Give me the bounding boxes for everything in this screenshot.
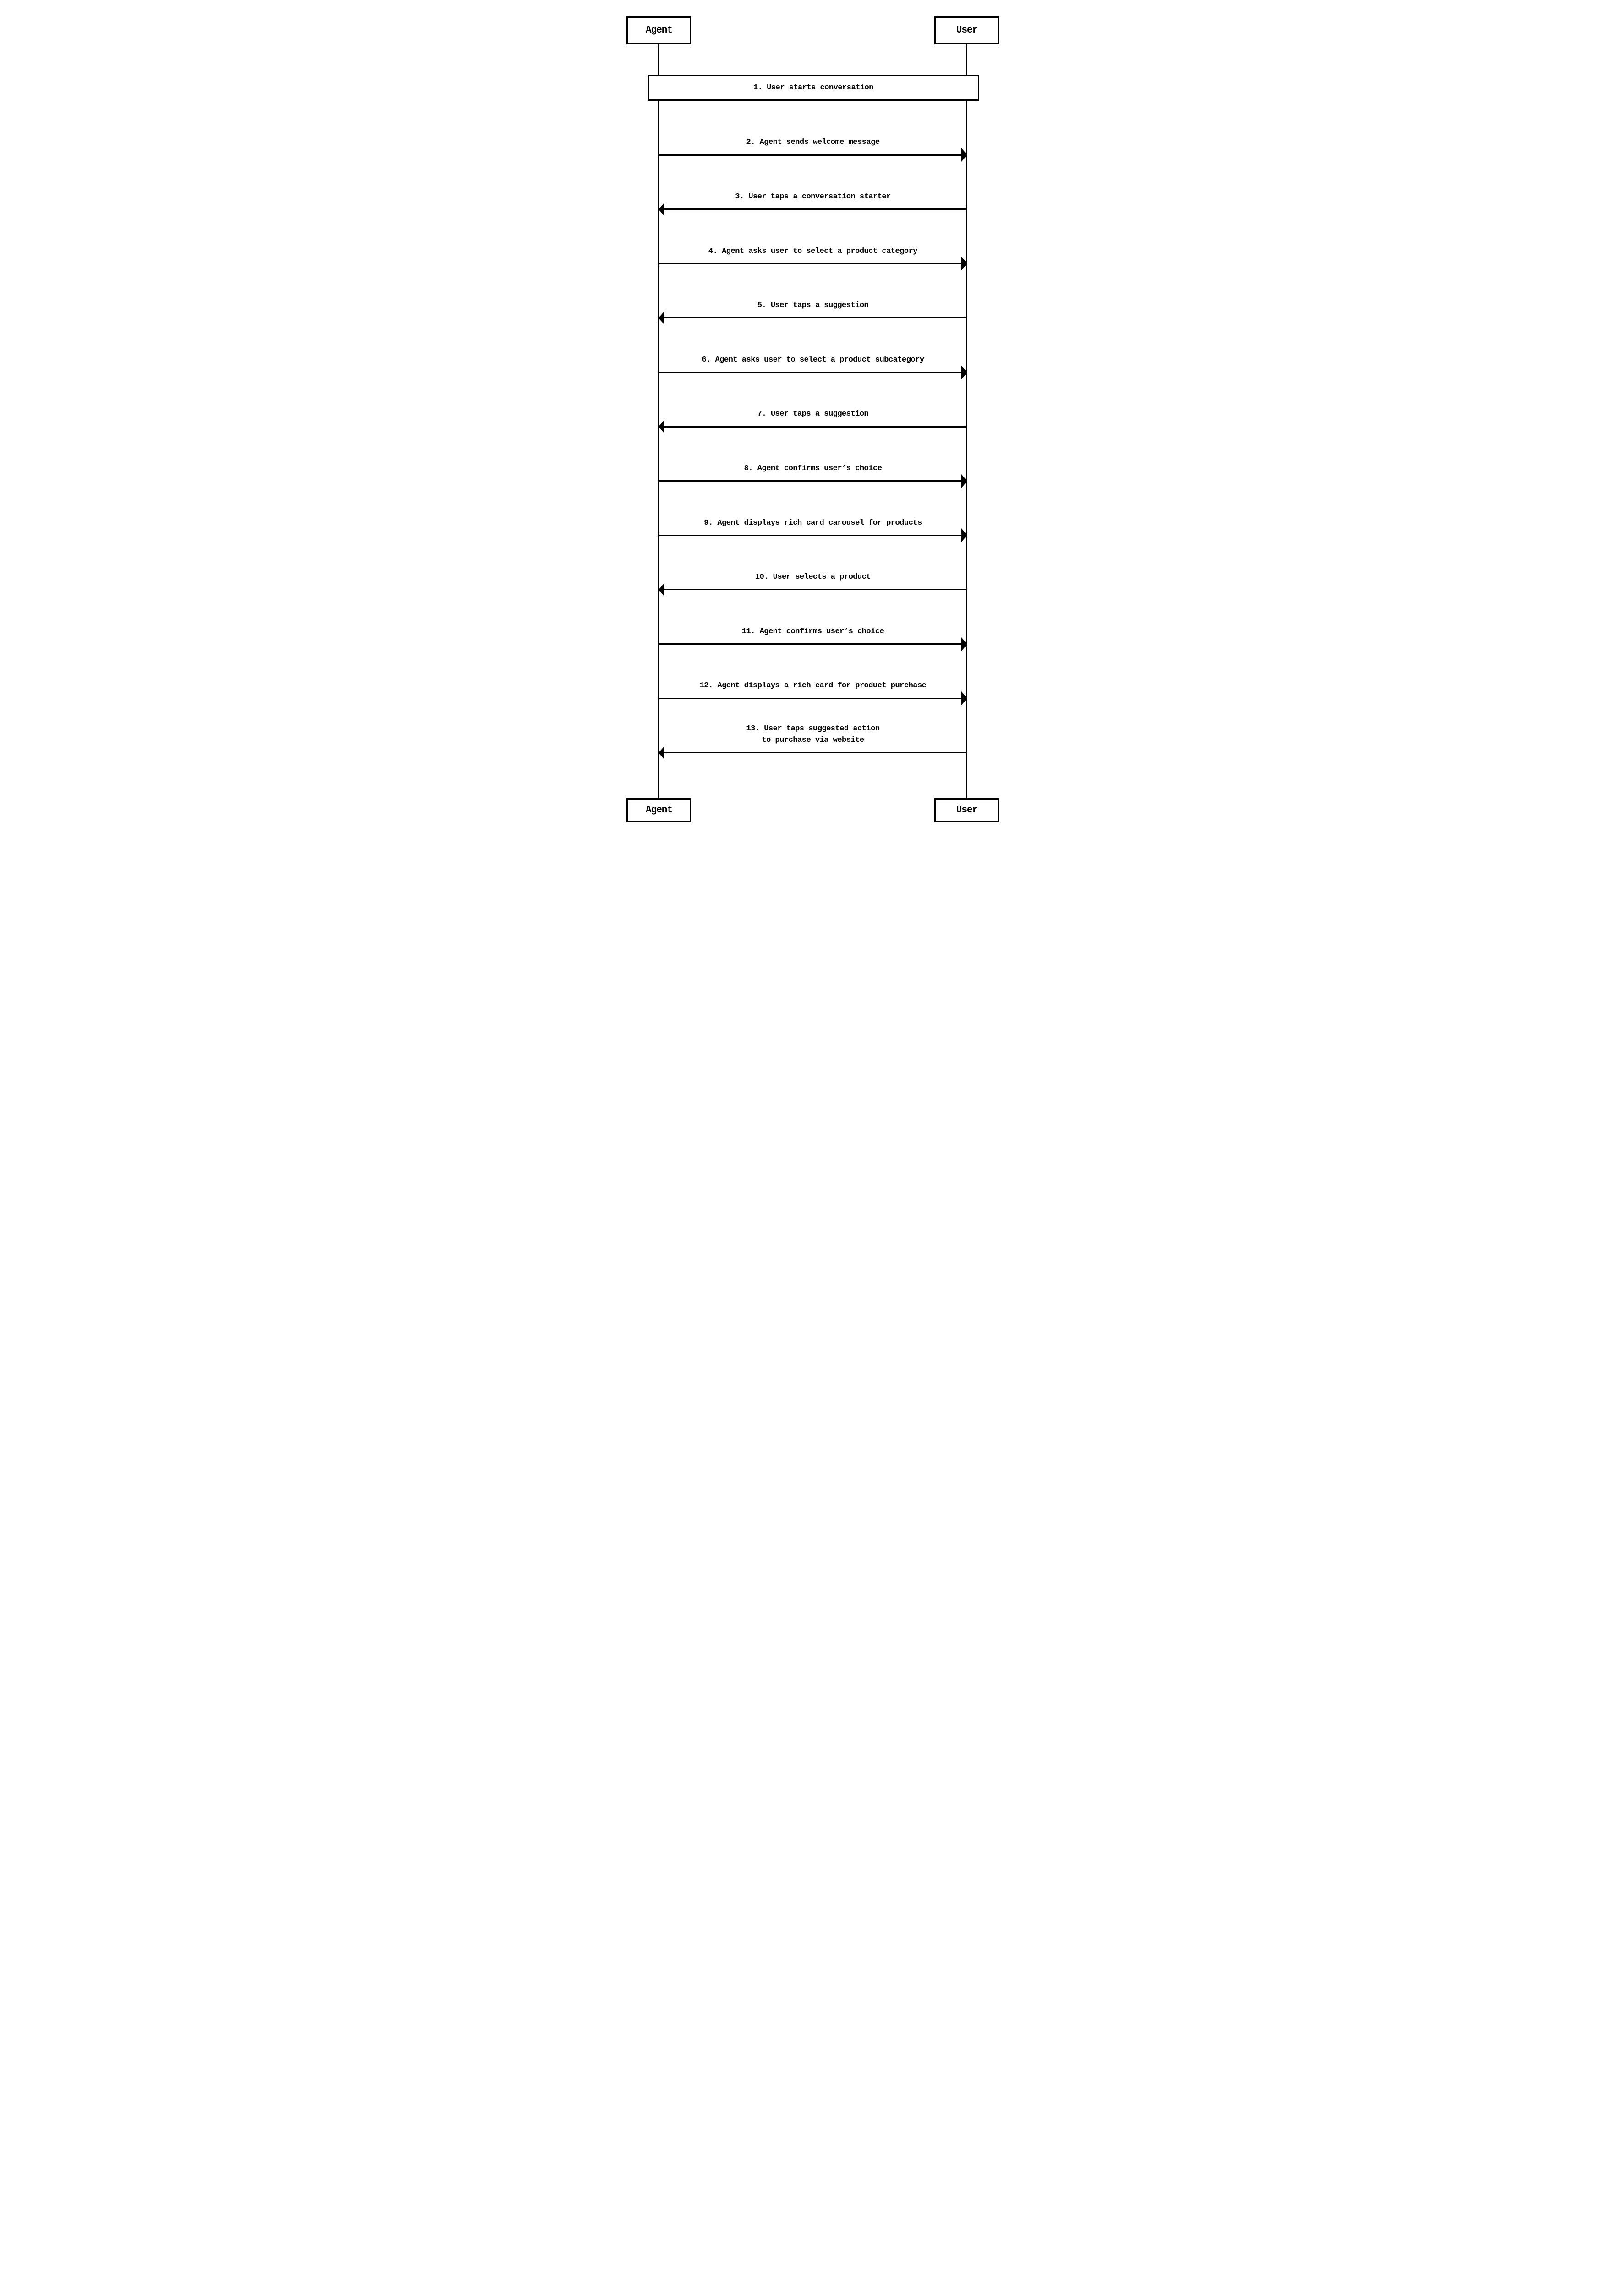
message-3-arrow-to-agent [659, 208, 967, 210]
message-7-label: 7. User taps a suggestion [757, 410, 869, 419]
message-6-arrow-to-user [659, 372, 967, 373]
participant-user-bottom-box: User [934, 798, 999, 822]
participant-agent-bottom-label: Agent [645, 805, 673, 816]
participant-agent-bottom-box: Agent [626, 798, 691, 822]
message-4-label: 4. Agent asks user to select a product c… [708, 247, 917, 256]
participant-user-top-label: User [956, 25, 978, 36]
message-11-label: 11. Agent confirms user’s choice [741, 627, 884, 636]
message-11-arrow-to-user [659, 643, 967, 645]
message-12-label: 12. Agent displays a rich card for produ… [699, 681, 927, 691]
message-8-arrow-to-user [659, 480, 967, 482]
participant-user-top-box: User [934, 16, 999, 44]
message-2-arrow-to-user [659, 154, 967, 156]
event-1-span-box: 1. User starts conversation [648, 74, 979, 101]
message-12-arrow-to-user [659, 697, 967, 699]
message-7-arrow-to-agent [659, 426, 967, 428]
message-2-label: 2. Agent sends welcome message [746, 138, 880, 147]
message-13-label: 13. User taps suggested action to purcha… [746, 724, 880, 745]
message-10-arrow-to-agent [659, 589, 967, 591]
message-4-arrow-to-user [659, 263, 967, 264]
message-5-label: 5. User taps a suggestion [757, 301, 869, 310]
message-5-arrow-to-agent [659, 317, 967, 319]
participant-agent-top-box: Agent [626, 16, 691, 44]
message-10-label: 10. User selects a product [755, 573, 871, 582]
sequence-diagram: Agent User Agent User 1. User starts con… [609, 0, 1015, 852]
message-9-arrow-to-user [659, 534, 967, 536]
message-8-label: 8. Agent confirms user’s choice [744, 464, 882, 473]
message-9-label: 9. Agent displays rich card carousel for… [704, 518, 922, 527]
participant-agent-top-label: Agent [645, 25, 673, 36]
message-6-label: 6. Agent asks user to select a product s… [702, 355, 924, 364]
participant-user-bottom-label: User [956, 805, 978, 816]
message-3-label: 3. User taps a conversation starter [735, 192, 891, 202]
user-lifeline [966, 43, 967, 800]
message-13-arrow-to-agent [659, 752, 967, 754]
